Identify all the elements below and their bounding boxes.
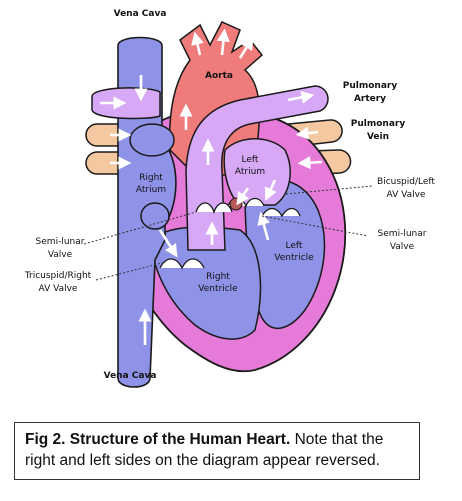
label-bicuspid-2: AV Valve (387, 190, 426, 200)
arrow-pulmonary-right (287, 90, 315, 104)
label-vena-cava-bottom: Vena Cava (104, 371, 157, 381)
label-left-atrium-1: Left (242, 155, 259, 165)
label-right-ventricle-1: Right (206, 272, 230, 282)
arrow-vein-3 (295, 126, 319, 140)
arrow-left-atrium (264, 179, 277, 201)
label-pulmonary-vein-2: Vein (367, 132, 389, 142)
label-semilunar-right-2: Valve (390, 242, 415, 252)
arrow-left-ventricle (257, 211, 270, 241)
arrow-left-atrium-2 (236, 187, 250, 206)
label-right-ventricle-2: Ventricle (198, 284, 238, 294)
figure-caption: Fig 2. Structure of the Human Heart. Not… (14, 422, 420, 480)
caption-text: Note that the right and left sides on th… (25, 431, 384, 469)
label-tricuspid-2: AV Valve (39, 284, 78, 294)
label-bicuspid-1: Bicuspid/Left (377, 177, 435, 187)
diagram-labels: Vena Cava Vena Cava Aorta Pulmonary Arte… (24, 9, 436, 381)
label-semilunar-right-1: Semi-lunar (378, 229, 427, 239)
label-pulmonary-artery-1: Pulmonary (343, 81, 398, 91)
label-vena-cava-top: Vena Cava (114, 9, 167, 19)
label-tricuspid-1: Tricuspid/Right (24, 271, 92, 281)
arrow-aorta-4 (238, 36, 254, 59)
right-atrium-oval (129, 123, 175, 230)
leader-semilunar-right (261, 215, 369, 237)
valves (159, 197, 301, 270)
label-pulmonary-artery-2: Artery (354, 94, 386, 104)
label-left-atrium-2: Atrium (235, 167, 265, 177)
label-left-ventricle-2: Ventricle (274, 253, 314, 263)
label-aorta: Aorta (205, 71, 233, 81)
label-semilunar-left-2: Valve (48, 250, 73, 260)
arrow-aorta-2 (191, 31, 204, 56)
label-right-atrium-2: Atrium (136, 185, 166, 195)
leader-tricuspid (95, 261, 167, 281)
arrow-right-atrium (158, 229, 178, 258)
arrow-vein-4 (297, 156, 323, 170)
flow-arrows (100, 28, 323, 345)
caption-title: Fig 2. Structure of the Human Heart. (25, 431, 291, 448)
label-pulmonary-vein-1: Pulmonary (351, 119, 406, 129)
label-right-atrium-1: Right (139, 173, 163, 183)
leader-lines (83, 185, 373, 281)
arrow-aorta-3 (216, 28, 230, 56)
label-left-ventricle-1: Left (286, 241, 303, 251)
label-semilunar-left-1: Semi-lunar (36, 237, 85, 247)
leader-semilunar-left (83, 211, 197, 245)
